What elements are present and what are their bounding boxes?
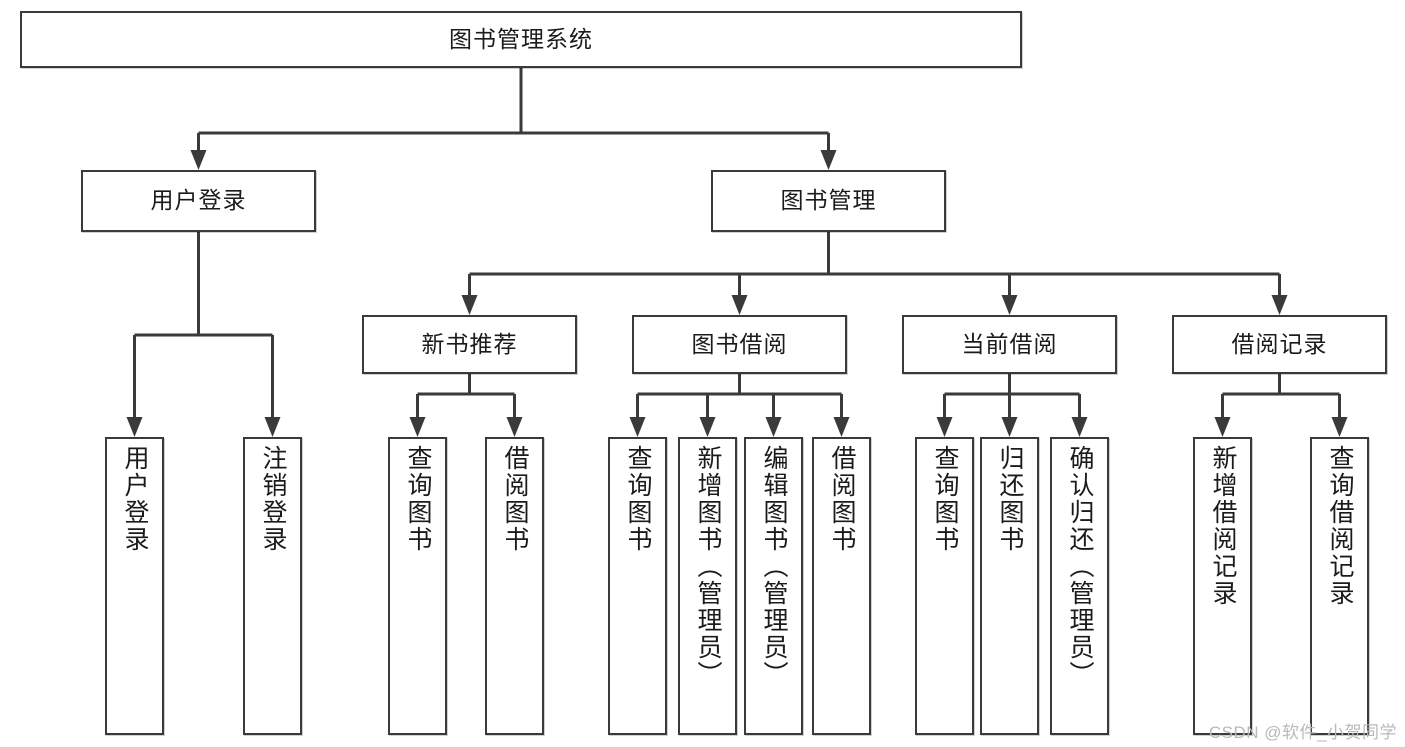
node-current-borrow[interactable]: 当前借阅: [902, 315, 1117, 374]
node-label: 查询图书: [624, 445, 652, 553]
node-leaf-borrow-book-rec[interactable]: 借阅图书: [485, 437, 544, 735]
arrowhead-icon-leaf-return-book: [1001, 417, 1018, 437]
arrowhead-icon-leaf-query-borrow-record: [1331, 417, 1348, 437]
node-label: 借阅记录: [1231, 330, 1328, 357]
node-label: 用户登录: [150, 187, 247, 214]
node-label: 编辑图书（管理员）: [760, 445, 788, 688]
arrowhead-icon-book-manage: [820, 150, 837, 170]
arrowhead-icon-leaf-query-book-rec: [409, 417, 426, 437]
node-leaf-query-borrow-record[interactable]: 查询借阅记录: [1310, 437, 1369, 735]
arrowhead-icon-leaf-add-book-admin: [699, 417, 716, 437]
node-leaf-logout[interactable]: 注销登录: [243, 437, 302, 735]
arrowhead-icon-leaf-confirm-return-admin: [1071, 417, 1088, 437]
node-book-manage[interactable]: 图书管理: [711, 170, 946, 232]
arrowhead-icon-new-book-recommend: [461, 295, 478, 315]
arrowhead-icon-leaf-borrow-book-rec: [506, 417, 523, 437]
node-label: 归还图书: [996, 445, 1024, 553]
arrowhead-icon-leaf-query-book-borrow: [629, 417, 646, 437]
node-label: 新增借阅记录: [1209, 445, 1237, 607]
node-label: 借阅图书: [828, 445, 856, 553]
node-label: 确认归还（管理员）: [1066, 445, 1094, 688]
node-label: 查询图书: [931, 445, 959, 553]
arrowhead-icon-leaf-query-book-current: [936, 417, 953, 437]
node-new-book-recommend[interactable]: 新书推荐: [362, 315, 577, 374]
arrowhead-icon-leaf-borrow-book: [833, 417, 850, 437]
node-leaf-query-book-current[interactable]: 查询图书: [915, 437, 974, 735]
node-leaf-query-book-rec[interactable]: 查询图书: [388, 437, 447, 735]
arrowhead-icon-borrow-record: [1271, 295, 1288, 315]
node-label: 图书管理系统: [449, 25, 593, 52]
node-leaf-add-book-admin[interactable]: 新增图书（管理员）: [678, 437, 737, 735]
node-root[interactable]: 图书管理系统: [20, 11, 1022, 68]
node-leaf-confirm-return-admin[interactable]: 确认归还（管理员）: [1050, 437, 1109, 735]
node-label: 注销登录: [259, 445, 287, 553]
node-leaf-user-login[interactable]: 用户登录: [105, 437, 164, 735]
arrowhead-icon-book-borrow: [731, 295, 748, 315]
arrowhead-icon-leaf-add-borrow-record: [1214, 417, 1231, 437]
node-leaf-return-book[interactable]: 归还图书: [980, 437, 1039, 735]
node-label: 新增图书（管理员）: [694, 445, 722, 688]
node-label: 当前借阅: [961, 330, 1058, 357]
arrowhead-icon-leaf-user-login: [126, 417, 143, 437]
node-label: 图书管理: [780, 187, 877, 214]
node-leaf-query-book-borrow[interactable]: 查询图书: [608, 437, 667, 735]
node-leaf-add-borrow-record[interactable]: 新增借阅记录: [1193, 437, 1252, 735]
node-label: 查询借阅记录: [1326, 445, 1354, 607]
arrowhead-icon-leaf-edit-book-admin: [765, 417, 782, 437]
node-user-login[interactable]: 用户登录: [81, 170, 316, 232]
arrowhead-icon-current-borrow: [1001, 295, 1018, 315]
node-label: 新书推荐: [421, 330, 518, 357]
node-leaf-edit-book-admin[interactable]: 编辑图书（管理员）: [744, 437, 803, 735]
node-label: 用户登录: [121, 445, 149, 553]
node-borrow-record[interactable]: 借阅记录: [1172, 315, 1387, 374]
node-label: 借阅图书: [501, 445, 529, 553]
watermark: CSDN @软件_小贺同学: [1208, 723, 1397, 742]
arrowhead-icon-user-login: [190, 150, 207, 170]
node-label: 图书借阅: [691, 330, 788, 357]
node-book-borrow[interactable]: 图书借阅: [632, 315, 847, 374]
arrowhead-icon-leaf-logout: [264, 417, 281, 437]
node-leaf-borrow-book[interactable]: 借阅图书: [812, 437, 871, 735]
node-label: 查询图书: [404, 445, 432, 553]
